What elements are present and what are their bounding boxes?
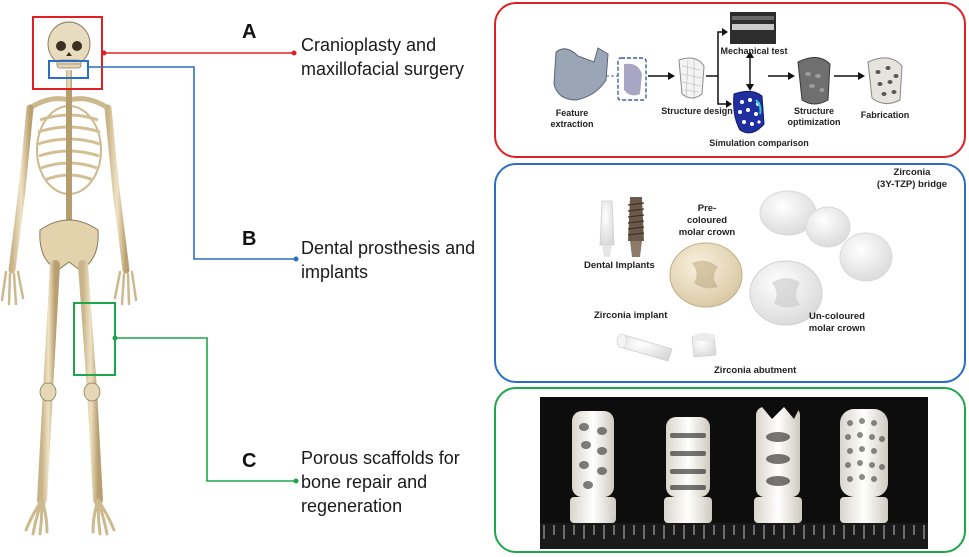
- section-label-a: Cranioplasty and maxillofacial surgery: [301, 33, 464, 81]
- simulation-comparison-label: Simulation comparison: [709, 138, 809, 148]
- structure-design-label: Structure design: [661, 106, 733, 116]
- section-label-a-line1: Cranioplasty and: [301, 35, 437, 55]
- connector-c: [115, 337, 296, 482]
- scaffolds-photo: [540, 397, 928, 549]
- panel-a-cranioplasty: Feature extraction Structure design Mech…: [494, 2, 966, 158]
- panel-a-workflow-graphic: [553, 12, 903, 134]
- section-letter-a: A: [242, 21, 257, 43]
- jaw-highlight-box: [48, 60, 89, 79]
- scaffold-1: [570, 411, 616, 523]
- section-label-c-line2: bone repair and: [301, 472, 428, 492]
- section-letter-c: C: [242, 450, 257, 472]
- zirconia-abutment-label: Zirconia abutment: [714, 365, 797, 376]
- skeleton-illustration: [0, 0, 150, 557]
- section-label-b-line1: Dental prosthesis and: [301, 238, 476, 258]
- scaffold-2: [664, 417, 712, 523]
- feature-extraction-label: Feature extraction: [550, 108, 594, 129]
- connector-b: [88, 66, 296, 260]
- scaffold-4: [840, 409, 888, 523]
- pre-coloured-crown-label: Pre- coloured molar crown: [678, 203, 736, 238]
- scaffold-3: [754, 407, 802, 523]
- femur-highlight-box: [73, 302, 116, 376]
- panel-b-dental-graphic: [599, 190, 893, 362]
- structure-optimization-label: Structure optimization: [787, 106, 841, 127]
- zirconia-implant-label: Zirconia implant: [594, 310, 668, 321]
- section-label-c-line3: regeneration: [301, 496, 403, 516]
- section-label-a-line2: maxillofacial surgery: [301, 59, 465, 79]
- uncoloured-crown-label: Un-coloured molar crown: [808, 311, 866, 334]
- panel-b-dental: Dental Implants Pre- coloured molar crow…: [494, 163, 966, 383]
- section-label-c-line1: Porous scaffolds for: [301, 448, 460, 468]
- fabrication-label: Fabrication: [860, 110, 910, 120]
- section-letter-b: B: [242, 228, 257, 250]
- section-label-b-line2: implants: [301, 262, 369, 282]
- panel-c-scaffolds: [494, 387, 966, 553]
- section-label-b: Dental prosthesis and implants: [301, 236, 475, 284]
- zirconia-bridge-label: Zirconia (3Y-TZP) bridge: [876, 167, 948, 190]
- section-label-c: Porous scaffolds for bone repair and reg…: [301, 446, 460, 518]
- dental-implants-label: Dental Implants: [584, 260, 655, 271]
- mechanical-test-label: Mechanical test: [720, 46, 788, 56]
